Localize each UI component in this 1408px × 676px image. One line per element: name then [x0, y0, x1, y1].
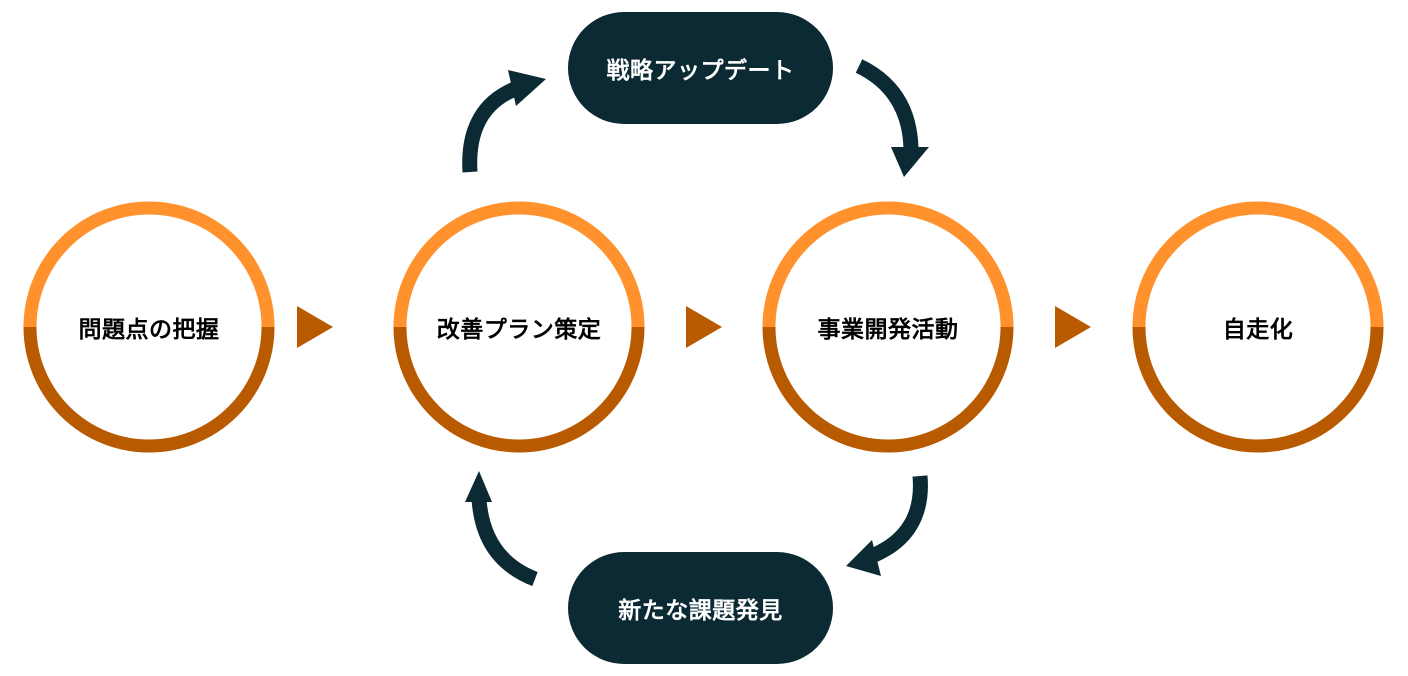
- step-circle-2: [393, 201, 645, 453]
- step-label-1: 問題点の把握: [78, 317, 220, 343]
- step-circle-3: [762, 201, 1014, 453]
- step-label-2: 改善プラン策定: [436, 317, 602, 343]
- step-circle-4: [1132, 201, 1384, 453]
- strategy-update-pill: 戦略アップデート: [568, 12, 833, 124]
- new-issue-discovery-pill: 新たな課題発見: [568, 552, 833, 664]
- triangle-right-icon: [1055, 306, 1091, 348]
- step-label-3: 事業開発活動: [817, 317, 959, 343]
- step-label-4: 自走化: [1222, 317, 1294, 343]
- step-circle-1: [23, 201, 275, 453]
- triangle-right-icon: [686, 306, 722, 348]
- curved-arrow-icon: [846, 475, 928, 576]
- curved-arrow-icon: [465, 471, 538, 586]
- curved-arrow-icon: [855, 59, 929, 177]
- curved-arrow-icon: [462, 70, 546, 173]
- triangle-right-icon: [297, 306, 333, 348]
